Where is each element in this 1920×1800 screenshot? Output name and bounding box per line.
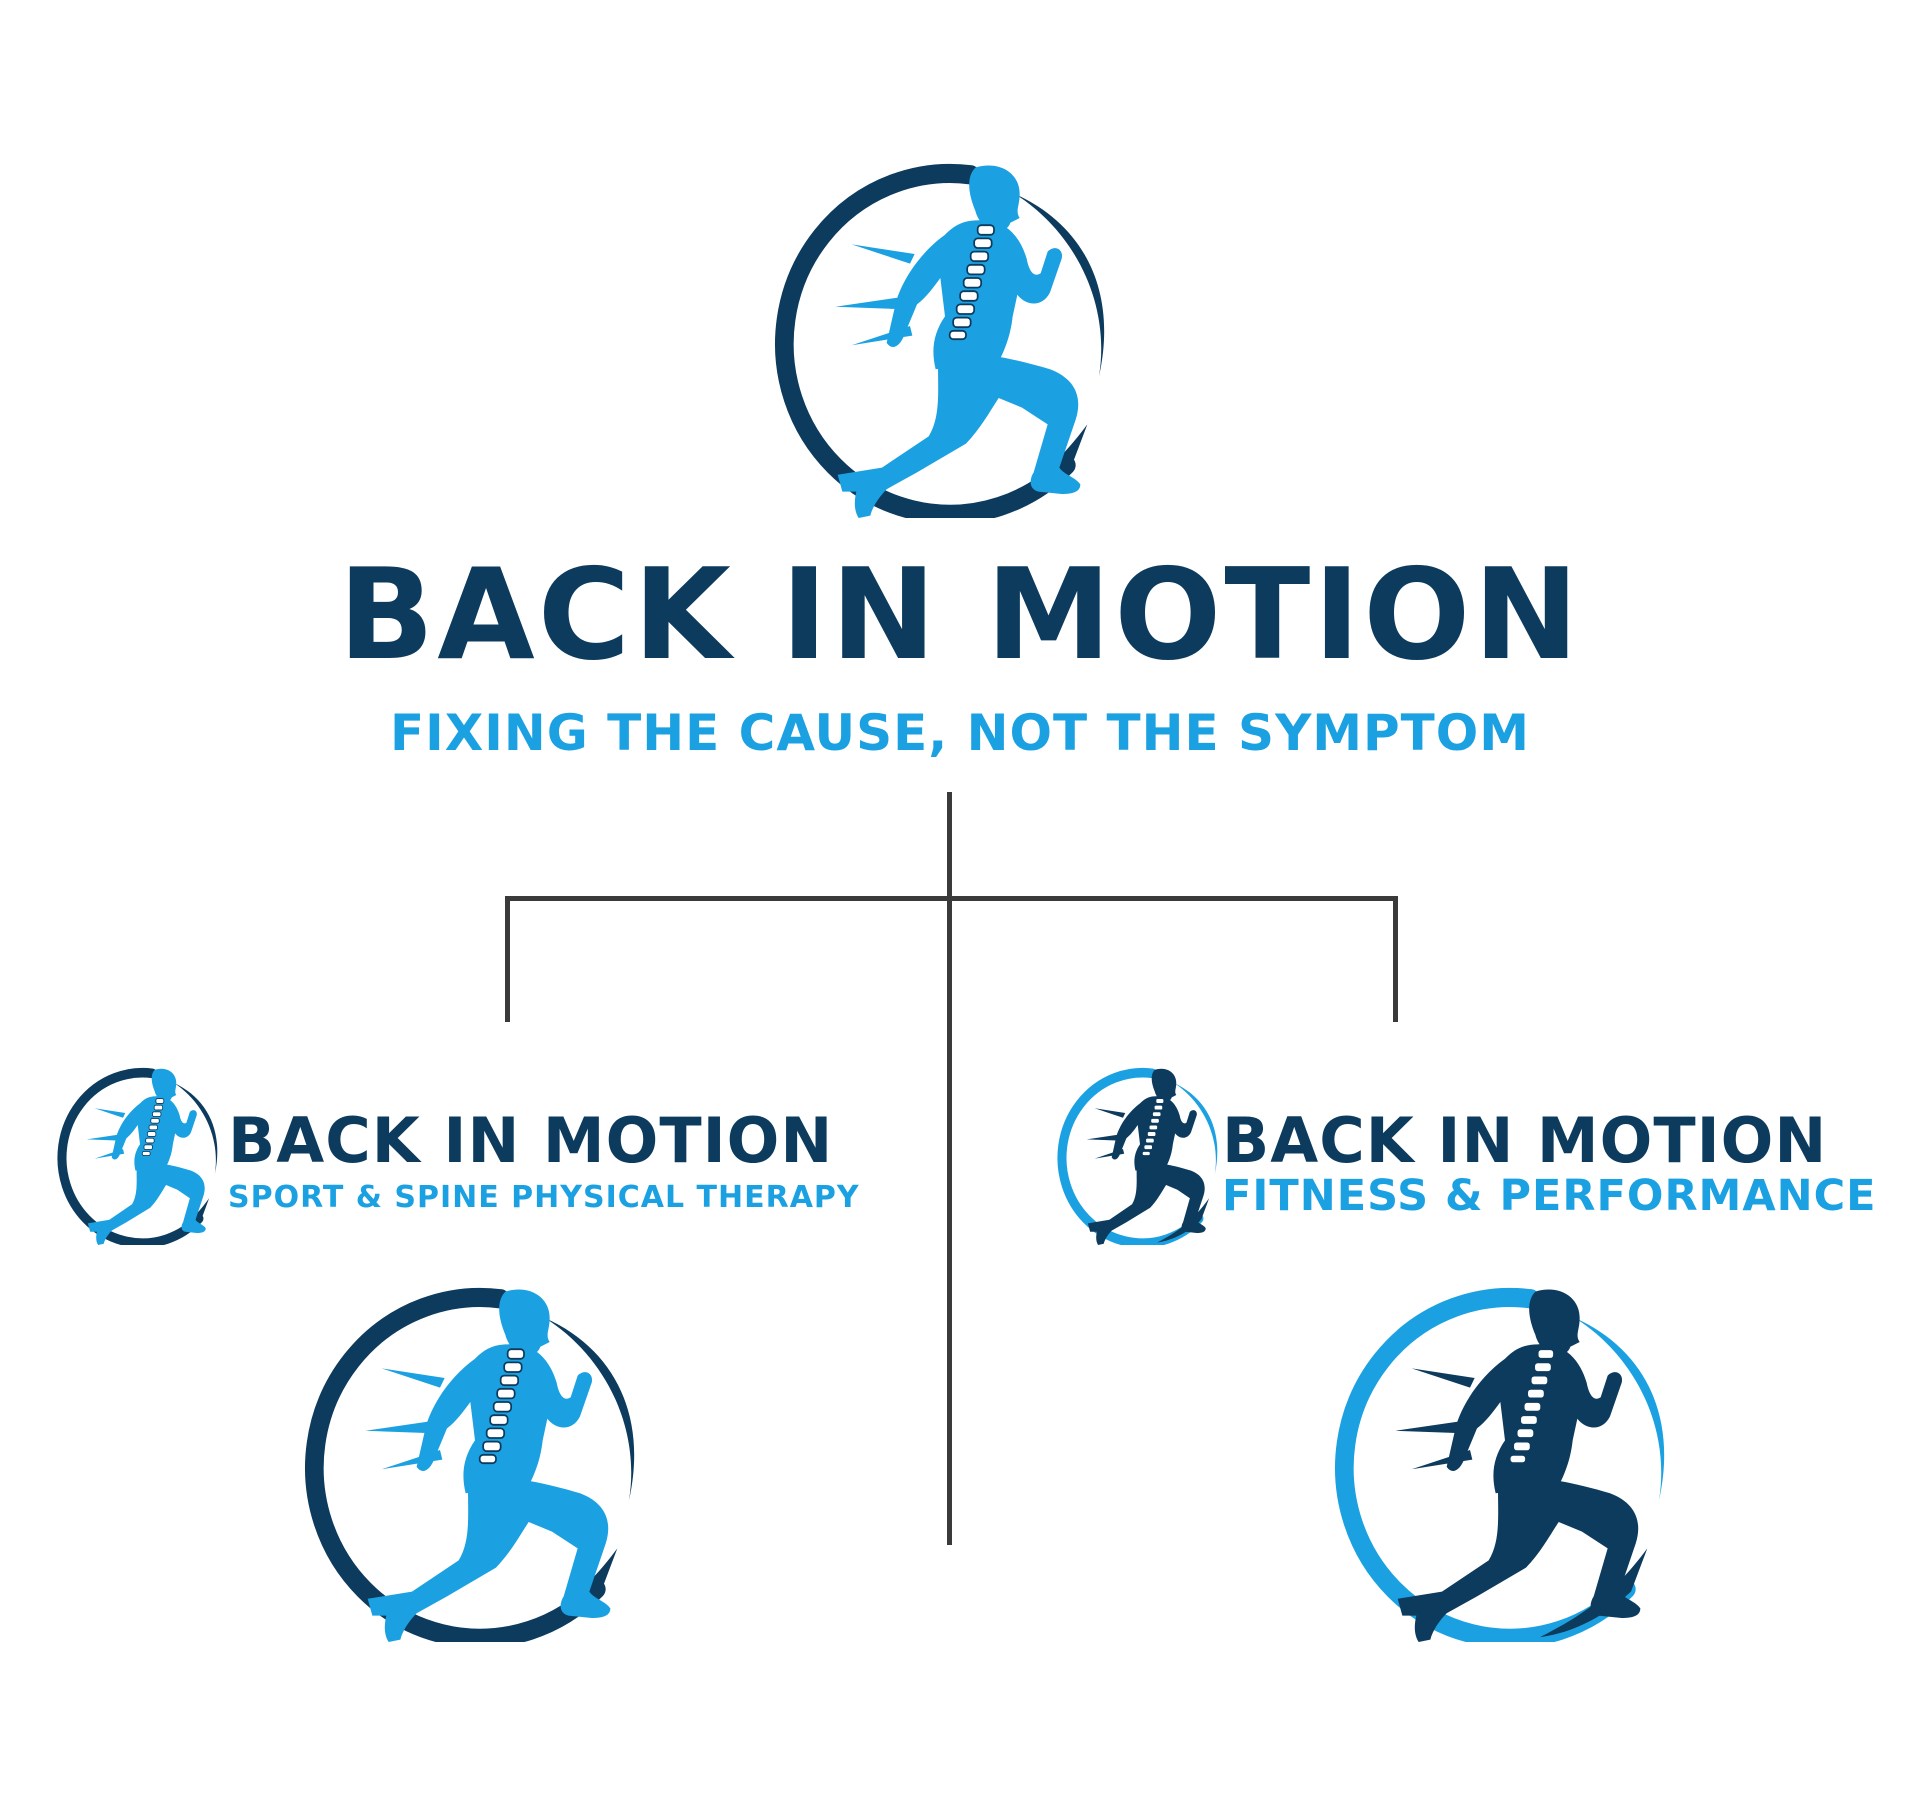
main-brand-name: BACK IN MOTION bbox=[338, 541, 1582, 688]
connector-crossbar bbox=[505, 896, 1398, 901]
connector-right-drop bbox=[1393, 896, 1398, 1022]
runner-spine-logo-icon bbox=[1055, 1065, 1225, 1245]
main-logo bbox=[770, 158, 1120, 518]
branch-right-small-logo bbox=[1055, 1065, 1225, 1245]
runner-spine-logo-icon bbox=[1330, 1282, 1680, 1642]
branch-left-tagline: SPORT & SPINE PHYSICAL THERAPY bbox=[228, 1180, 860, 1215]
runner-spine-logo-icon bbox=[770, 158, 1120, 518]
branch-right-large-logo bbox=[1330, 1282, 1680, 1642]
branch-right-name: BACK IN MOTION bbox=[1222, 1104, 1828, 1177]
connector-trunk bbox=[947, 792, 952, 1545]
runner-spine-logo-icon bbox=[55, 1065, 225, 1245]
branch-left-large-logo bbox=[300, 1282, 650, 1642]
branch-left-name: BACK IN MOTION bbox=[228, 1104, 834, 1177]
branch-right-tagline: FITNESS & PERFORMANCE bbox=[1222, 1171, 1877, 1221]
connector-left-drop bbox=[505, 896, 510, 1022]
main-tagline: FIXING THE CAUSE, NOT THE SYMPTOM bbox=[389, 704, 1531, 762]
runner-spine-logo-icon bbox=[300, 1282, 650, 1642]
branch-left-small-logo bbox=[55, 1065, 225, 1245]
